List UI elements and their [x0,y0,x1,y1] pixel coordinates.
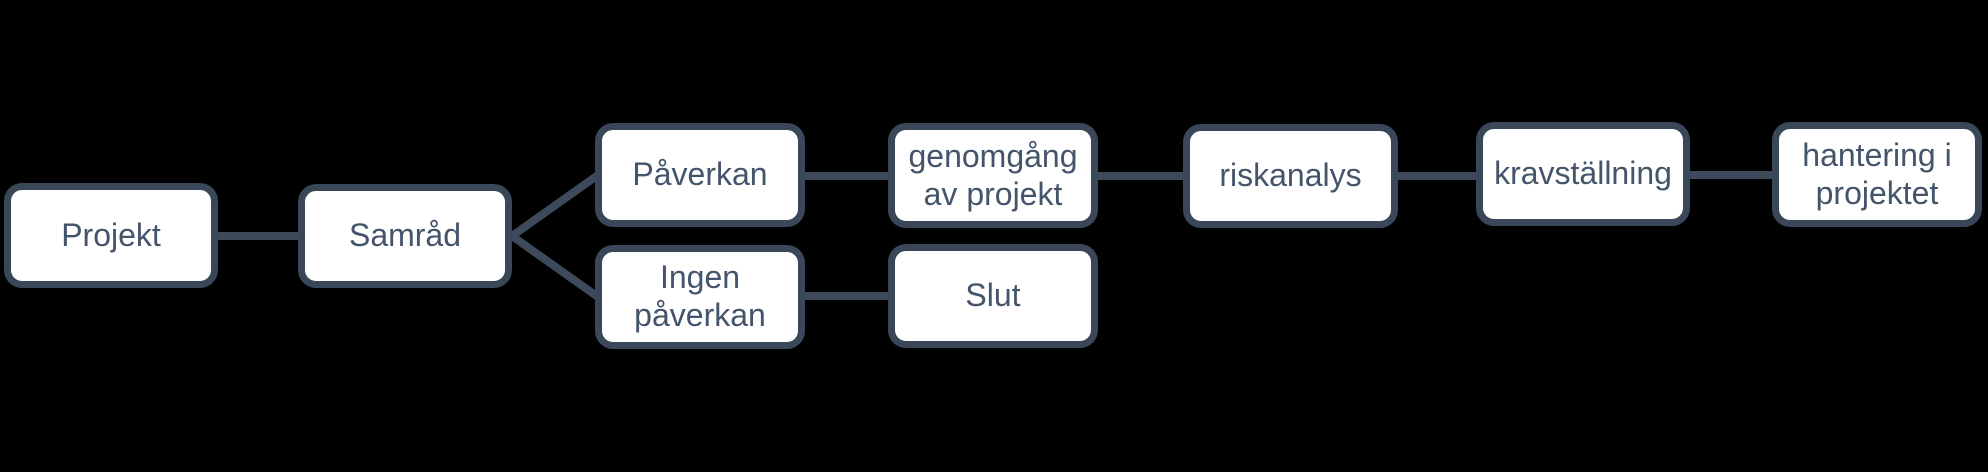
node-projekt: Projekt [4,183,218,288]
node-slut-label: Slut [965,277,1021,314]
node-samrad-label: Samråd [348,217,462,254]
node-ingen-paverkan: Ingen påverkan [595,245,805,349]
connector-samrad-paverkan [508,171,602,240]
connector-samrad-ingen-paverkan [508,232,602,301]
node-hantering: hantering i projektet [1772,122,1982,227]
node-samrad: Samråd [298,184,512,288]
node-paverkan: Påverkan [595,123,805,227]
node-hantering-label: hantering i projektet [1802,136,1952,211]
node-slut: Slut [888,244,1098,348]
node-ingen-paverkan-label: Ingen påverkan [634,259,766,333]
node-paverkan-label: Påverkan [632,156,768,193]
node-kravstallning-label: kravställning [1494,155,1672,192]
node-genomgang: genomgång av projekt [888,123,1098,228]
node-riskanalys-label: riskanalys [1219,157,1362,194]
node-genomgang-label: genomgång av projekt [908,137,1078,212]
node-projekt-label: Projekt [61,216,161,253]
node-riskanalys: riskanalys [1183,124,1398,228]
node-kravstallning: kravställning [1476,122,1690,226]
